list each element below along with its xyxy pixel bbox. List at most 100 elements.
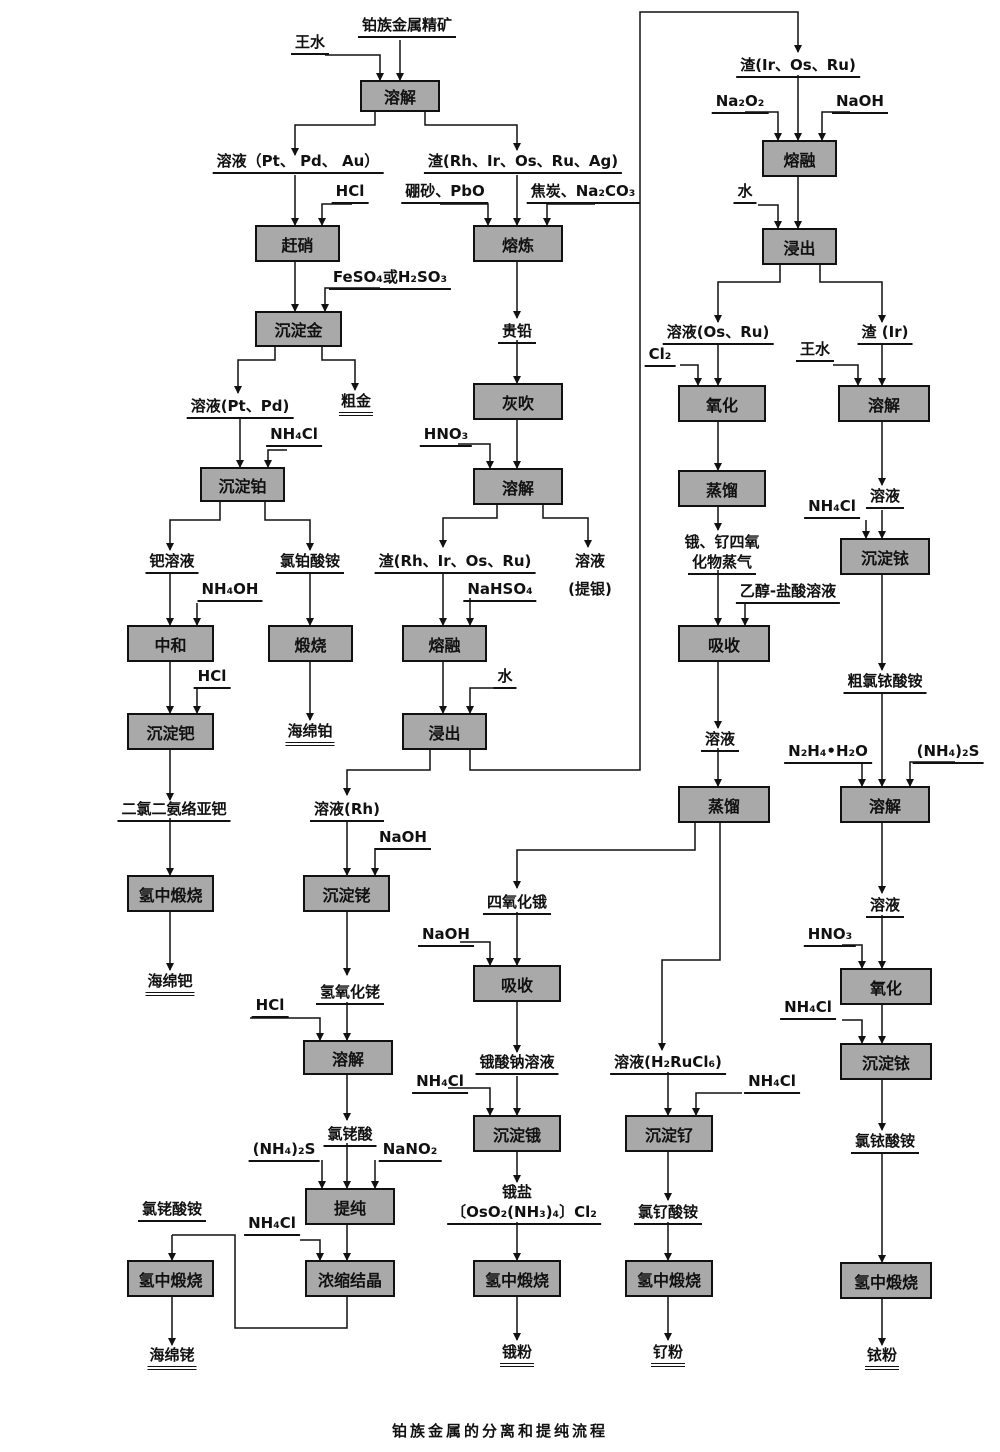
tetroxide-vapor-label: 化物蒸气 — [687, 553, 757, 575]
distill-box: 蒸馏 — [678, 470, 766, 507]
residue-ir-label: 渣 (Ir) — [857, 323, 913, 345]
naoh-label-2: NaOH — [832, 92, 888, 114]
residue-ir-os-ru-label: 渣(Ir、Os、Ru) — [736, 56, 860, 78]
crystallize-box: 浓缩结晶 — [305, 1260, 395, 1297]
osmium-salt-label: 锇盐 — [501, 1183, 533, 1201]
hydrogen-calcine-box-rh: 氢中煅烧 — [127, 1260, 214, 1297]
residue-label: 渣(Rh、Ir、Os、Ru、Ag) — [423, 152, 623, 174]
sodium-osmate-label: 锇酸钠溶液 — [475, 1053, 559, 1075]
ammonium-chloroiridate-label: 氯铱酸铵 — [850, 1132, 920, 1154]
hydrazine-label: N₂H₄•H₂O — [784, 742, 872, 764]
palladium-complex-label: 二氯二氨络亚钯 — [117, 800, 231, 822]
nahso4-label: NaHSO₄ — [463, 580, 537, 602]
hydrogen-calcine-box-ru: 氢中煅烧 — [625, 1260, 713, 1297]
crude-gold-label: 粗金 — [338, 392, 374, 416]
solution-rh-label: 溶液(Rh) — [310, 800, 384, 822]
dissolve-iridium-box: 溶解 — [838, 385, 930, 422]
rhodium-hydroxide-label: 氢氧化铑 — [315, 983, 385, 1005]
crude-ammonium-chloroiridate-label: 粗氯铱酸铵 — [843, 672, 927, 694]
precipitate-gold-box: 沉淀金 — [255, 311, 342, 347]
nh4oh-label: NH₄OH — [197, 580, 263, 602]
chlororhodic-acid-label: 氯铑酸 — [323, 1125, 377, 1147]
aqua-regia-label-2: 王水 — [795, 340, 835, 362]
precipitate-iridium-box: 沉淀铱 — [840, 538, 930, 575]
hcl-label-2: HCl — [193, 667, 231, 689]
dissolve-iridium-box-2: 溶解 — [840, 786, 930, 823]
hydrogen-calcine-box-ir: 氢中煅烧 — [840, 1262, 932, 1299]
ammonium-chlororuthenate-label: 氯钌酸铵 — [633, 1203, 703, 1225]
coke-na2co3-label: 焦炭、Na₂CO₃ — [526, 182, 640, 204]
osmium-tetroxide-label: 四氧化锇 — [482, 893, 552, 915]
sponge-rhodium-label: 海绵铑 — [147, 1346, 197, 1370]
hcl-label: HCl — [331, 182, 369, 204]
palladium-solution-label: 钯溶液 — [145, 552, 199, 574]
ammonium-chlororhodate-label: 氯铑酸铵 — [137, 1200, 207, 1222]
ammonium-sulfide-label-2: (NH₄)₂S — [912, 742, 984, 764]
nh4cl-label-5: NH₄Cl — [412, 1072, 468, 1094]
fusion-box: 熔融 — [402, 625, 487, 662]
sodium-nitrite-label: NaNO₂ — [378, 1140, 442, 1162]
sponge-platinum-label: 海绵铂 — [285, 722, 335, 746]
dissolve-box-2: 溶解 — [473, 468, 563, 505]
hcl-label-3: HCl — [251, 996, 289, 1018]
precipitate-osmium-box: 沉淀锇 — [473, 1115, 561, 1152]
precipitate-rhodium-box: 沉淀铑 — [303, 875, 390, 912]
precipitate-palladium-box: 沉淀钯 — [127, 713, 214, 750]
purify-box: 提纯 — [305, 1188, 395, 1225]
absorb-box-2: 吸收 — [473, 965, 561, 1002]
ammonium-sulfide-label: (NH₄)₂S — [248, 1140, 320, 1162]
distill-box-2: 蒸馏 — [678, 786, 770, 823]
borax-pbo-label: 硼砂、PbO — [401, 182, 489, 204]
nh4cl-label-6: NH₄Cl — [744, 1072, 800, 1094]
denitrate-box: 赶硝 — [255, 225, 340, 262]
extract-silver-label: (提银) — [568, 580, 612, 598]
osmium-salt-formula-label: 〔OsO₂(NH₃)₄〕Cl₂ — [447, 1203, 601, 1225]
hno3-label-2: HNO₃ — [803, 925, 857, 947]
residue-rh-ir-os-ru-label: 渣(Rh、Ir、Os、Ru) — [374, 552, 536, 574]
nh4cl-label-4: NH₄Cl — [780, 998, 836, 1020]
ethanol-hcl-label: 乙醇-盐酸溶液 — [735, 582, 841, 604]
neutralize-box: 中和 — [127, 625, 214, 662]
solution-label: 溶液 — [574, 552, 606, 570]
ammonium-chloroplatinate-label: 氯铂酸铵 — [275, 552, 345, 574]
iridium-powder-label: 铱粉 — [864, 1346, 900, 1370]
solution-pt-pd-au-label: 溶液（Pt、 Pd、 Au） — [212, 152, 384, 174]
osmium-ruthenium-tetroxide-label: 锇、钌四氧 — [684, 533, 760, 551]
leach-box-2: 浸出 — [762, 228, 837, 265]
chlorine-label: Cl₂ — [644, 345, 676, 367]
solution-h2rucl6-label: 溶液(H₂RuCl₆) — [610, 1053, 726, 1075]
feso4-h2so3-label: FeSO₄或H₂SO₃ — [328, 268, 452, 290]
precipitate-platinum-box: 沉淀铂 — [200, 467, 285, 502]
oxidize-box-2: 氧化 — [840, 968, 932, 1005]
precious-lead-label: 贵铅 — [497, 322, 537, 344]
sponge-palladium-label: 海绵钯 — [145, 972, 195, 996]
solution-label-ir2: 溶液 — [865, 896, 905, 918]
naoh-label: NaOH — [375, 828, 431, 850]
sodium-peroxide-label: Na₂O₂ — [711, 92, 769, 114]
dissolve-box: 溶解 — [360, 80, 440, 112]
feed-label: 铂族金属精矿 — [357, 16, 457, 38]
hydrogen-calcine-box-os: 氢中煅烧 — [473, 1260, 561, 1297]
hno3-label: HNO₃ — [419, 425, 473, 447]
nh4cl-label-3: NH₄Cl — [804, 497, 860, 519]
precipitate-iridium-box-2: 沉淀铱 — [840, 1043, 932, 1080]
nh4cl-label: NH₄Cl — [266, 425, 322, 447]
ruthenium-powder-label: 钌粉 — [650, 1343, 686, 1367]
aqua-regia-label: 王水 — [290, 33, 330, 55]
absorb-box: 吸收 — [678, 625, 770, 662]
osmium-powder-label: 锇粉 — [499, 1343, 535, 1367]
leach-box: 浸出 — [402, 713, 487, 750]
cupel-box: 灰吹 — [473, 383, 563, 420]
solution-label-ir: 溶液 — [865, 487, 905, 509]
hydrogen-calcine-box-pd: 氢中煅烧 — [127, 875, 214, 912]
dissolve-rhodium-box: 溶解 — [303, 1040, 393, 1075]
nh4cl-label-2: NH₄Cl — [244, 1214, 300, 1236]
naoh-label-3: NaOH — [418, 925, 474, 947]
oxidize-box: 氧化 — [678, 385, 766, 422]
precipitate-ruthenium-box: 沉淀钌 — [625, 1115, 713, 1152]
fusion-box-2: 熔融 — [762, 140, 837, 177]
smelt-box: 熔炼 — [473, 225, 563, 262]
solution-label-abs: 溶液 — [700, 730, 740, 752]
